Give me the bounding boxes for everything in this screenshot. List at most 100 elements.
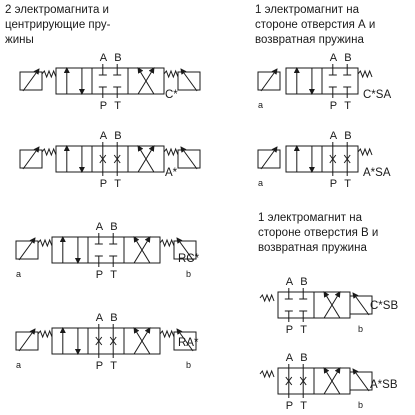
- cross-mark: [113, 154, 121, 164]
- solenoid-icon: [257, 149, 281, 169]
- port-label-p: P: [286, 400, 293, 412]
- solenoid-icon: [19, 71, 43, 91]
- port-label-t: T: [110, 360, 117, 372]
- flow-arrow-a-t: [323, 291, 341, 319]
- solenoid-icon: [173, 240, 197, 260]
- port-label-a: A: [286, 352, 294, 364]
- port-label-t: T: [114, 100, 121, 112]
- flow-arrow-a-t: [137, 67, 155, 95]
- solenoid-adjust-arrow: [176, 328, 194, 352]
- flow-arrow-a-t: [323, 367, 341, 395]
- solenoid-adjust-arrow: [18, 328, 36, 352]
- spring-icon: [259, 369, 275, 379]
- port-label-a: A: [100, 52, 108, 64]
- solenoid-label-a: a: [258, 178, 263, 188]
- valve-envelope: [55, 145, 165, 173]
- flow-arrow-a-t: [137, 145, 155, 173]
- solenoid-icon: [177, 71, 201, 91]
- solenoid-label-b: b: [358, 400, 363, 410]
- solenoid-label-b: b: [186, 360, 191, 370]
- port-label-b: B: [110, 312, 117, 324]
- solenoid-label-b: b: [186, 269, 191, 279]
- port-label-a: A: [330, 130, 338, 142]
- solenoid-adjust-arrow: [352, 368, 370, 392]
- solenoid-adjust-arrow: [260, 146, 278, 170]
- valve-code-label: C*SB: [370, 300, 398, 312]
- cross-mark: [285, 376, 293, 386]
- spring-icon: [163, 147, 179, 157]
- valve-code-label: A*: [165, 167, 178, 179]
- port-label-t: T: [344, 178, 351, 190]
- port-label-p: P: [330, 178, 337, 190]
- spring-icon: [357, 69, 373, 79]
- spring-icon: [41, 69, 57, 79]
- solenoid-adjust-arrow: [260, 68, 278, 92]
- solenoid-icon: [257, 71, 281, 91]
- valve-code-label: C*: [165, 89, 178, 101]
- solenoid-adjust-arrow: [180, 68, 198, 92]
- spring-icon: [37, 329, 53, 339]
- spring-icon: [259, 293, 275, 303]
- cross-mark: [95, 336, 103, 346]
- solenoid-label-b: b: [358, 324, 363, 334]
- port-label-p: P: [330, 100, 337, 112]
- port-label-p: P: [96, 269, 103, 281]
- cross-mark: [329, 154, 337, 164]
- solenoid-label-a: a: [16, 360, 21, 370]
- port-label-a: A: [96, 221, 104, 233]
- port-label-t: T: [114, 178, 121, 190]
- port-label-b: B: [114, 52, 121, 64]
- port-label-t: T: [110, 269, 117, 281]
- port-label-t: T: [344, 100, 351, 112]
- flow-arrow-a-t: [133, 236, 151, 264]
- port-label-b: B: [114, 130, 121, 142]
- valve-envelope: [51, 236, 161, 264]
- heading-two-solenoids: 2 электромагнита и центрирующие пру- жин…: [5, 4, 111, 46]
- port-label-b: B: [110, 221, 117, 233]
- heading-solenoid-b-side: 1 электромагнит на стороне отверстия B и…: [258, 212, 379, 254]
- valve-code-label: RA*: [178, 337, 199, 349]
- cross-mark: [99, 154, 107, 164]
- port-label-a: A: [286, 276, 294, 288]
- solenoid-label-a: a: [258, 100, 263, 110]
- cross-mark: [299, 376, 307, 386]
- port-label-b: B: [300, 276, 307, 288]
- spring-icon: [163, 69, 179, 79]
- solenoid-icon: [173, 331, 197, 351]
- solenoid-icon: [19, 149, 43, 169]
- spring-icon: [357, 147, 373, 157]
- spring-icon: [37, 238, 53, 248]
- port-label-b: B: [344, 130, 351, 142]
- port-label-t: T: [300, 324, 307, 336]
- solenoid-icon: [15, 331, 39, 351]
- cross-mark: [109, 336, 117, 346]
- valve-code-label: RC*: [178, 253, 200, 265]
- cross-mark: [343, 154, 351, 164]
- port-label-a: A: [96, 312, 104, 324]
- solenoid-icon: [177, 149, 201, 169]
- valve-envelope: [51, 327, 161, 355]
- port-label-p: P: [100, 178, 107, 190]
- port-label-a: A: [330, 52, 338, 64]
- flow-arrow-a-t: [133, 327, 151, 355]
- heading-solenoid-a-side: 1 электромагнит на стороне отверстия А и…: [255, 4, 376, 46]
- port-label-p: P: [286, 324, 293, 336]
- valve-envelope: [55, 67, 165, 95]
- port-label-t: T: [300, 400, 307, 412]
- solenoid-icon: [349, 371, 373, 391]
- port-label-p: P: [96, 360, 103, 372]
- valve-code-label: A*SA: [363, 167, 391, 179]
- port-label-a: A: [100, 130, 108, 142]
- valve-code-label: C*SA: [363, 89, 391, 101]
- solenoid-adjust-arrow: [22, 146, 40, 170]
